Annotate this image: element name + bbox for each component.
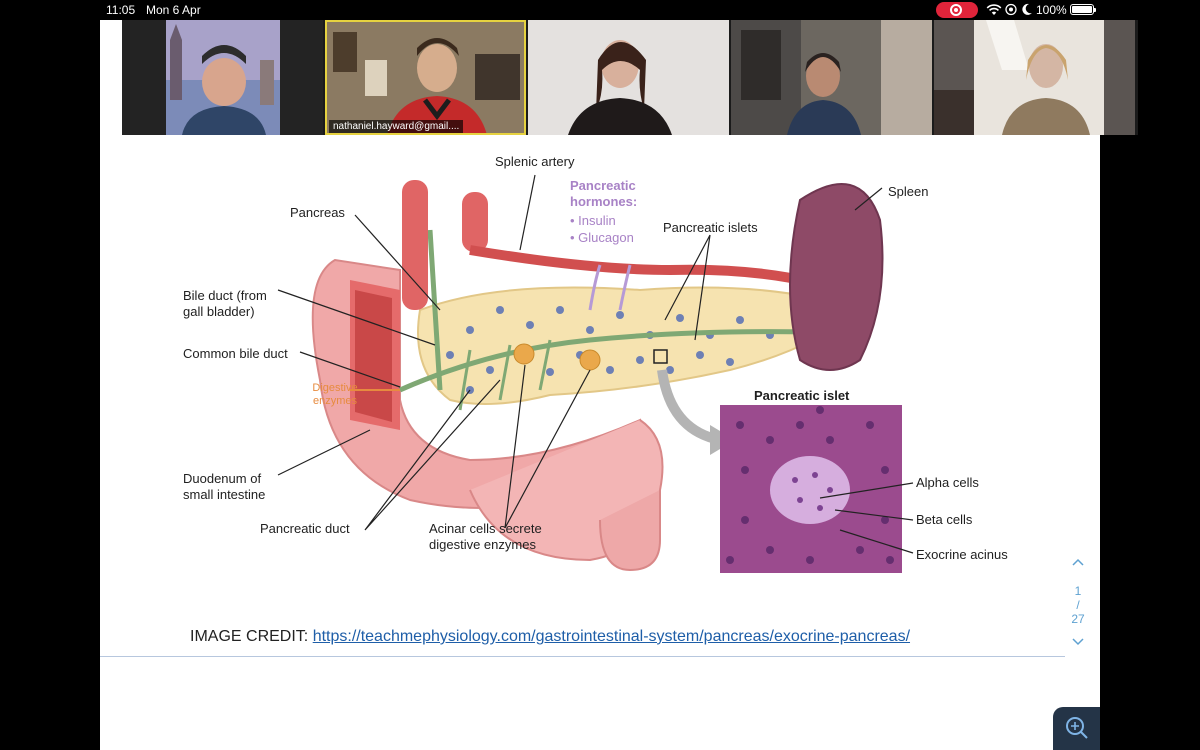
- label-common-bile-duct: Common bile duct: [183, 346, 288, 361]
- participant-video: [325, 20, 526, 135]
- page-current: 1: [1074, 584, 1082, 598]
- page-navigator: 1 / 27: [1064, 556, 1092, 648]
- battery-icon: [1070, 4, 1096, 15]
- location-icon: [1005, 3, 1017, 16]
- moon-icon: [1022, 3, 1032, 15]
- divider: [100, 656, 1065, 657]
- diagram-labels: Splenic artery Pancreas Spleen Pancreati…: [170, 140, 1050, 590]
- image-credit: IMAGE CREDIT: https://teachmephysiology.…: [190, 628, 910, 646]
- status-time: 11:05: [106, 3, 136, 17]
- label-pancreatic-duct: Pancreatic duct: [260, 521, 350, 536]
- label-insulin: • Insulin: [570, 213, 616, 228]
- battery-percentage: 100%: [1036, 3, 1067, 17]
- participant-tile[interactable]: [122, 20, 323, 135]
- page-separator: /: [1076, 598, 1080, 612]
- status-bar: 11:05 Mon 6 Apr 100%: [0, 0, 1200, 20]
- image-credit-prefix: IMAGE CREDIT:: [190, 628, 313, 645]
- label-spleen: Spleen: [888, 184, 929, 199]
- pancreas-anatomy-illustration: [277, 174, 914, 573]
- participant-video: [934, 20, 1135, 135]
- label-beta-cells: Beta cells: [916, 512, 973, 527]
- video-participant-strip: nathaniel.hayward@gmail....: [122, 20, 1138, 135]
- participant-tile[interactable]: [528, 20, 729, 135]
- label-digestive-enzymes: Digestive enzymes: [312, 382, 358, 407]
- page-total: 27: [1071, 612, 1085, 626]
- label-alpha-cells: Alpha cells: [916, 475, 979, 490]
- zoom-button[interactable]: [1053, 707, 1100, 750]
- participant-name: nathaniel.hayward@gmail....: [329, 120, 464, 133]
- status-date: Mon 6 Apr: [146, 3, 201, 17]
- label-splenic-artery: Splenic artery: [495, 154, 575, 169]
- label-duodenum: Duodenum of small intestine: [183, 471, 266, 502]
- label-pancreas: Pancreas: [290, 205, 345, 220]
- zoom-in-icon: [1066, 717, 1088, 739]
- label-glucagon: • Glucagon: [570, 230, 634, 245]
- chevron-up-icon[interactable]: [1071, 556, 1085, 570]
- participant-tile[interactable]: [934, 20, 1135, 135]
- label-acinar-cells: Acinar cells secrete digestive enzymes: [429, 521, 542, 552]
- participant-tile-active[interactable]: nathaniel.hayward@gmail....: [325, 20, 526, 135]
- chevron-down-icon[interactable]: [1071, 634, 1085, 648]
- screen-recording-indicator[interactable]: [936, 2, 978, 18]
- label-pancreatic-hormones: Pancreatic hormones:: [570, 178, 638, 209]
- participant-tile[interactable]: [731, 20, 932, 135]
- wifi-icon: [986, 4, 1002, 15]
- image-credit-link[interactable]: https://teachmephysiology.com/gastrointe…: [312, 628, 911, 645]
- participant-video: [528, 20, 729, 135]
- label-bile-duct: Bile duct (from gall bladder): [183, 288, 267, 319]
- label-pancreatic-islets: Pancreatic islets: [663, 220, 758, 235]
- participant-video: [731, 20, 932, 135]
- record-icon: [950, 4, 962, 16]
- participant-video: [122, 20, 323, 135]
- label-exocrine-acinus: Exocrine acinus: [916, 547, 1008, 562]
- label-pancreatic-islet: Pancreatic islet: [754, 388, 850, 403]
